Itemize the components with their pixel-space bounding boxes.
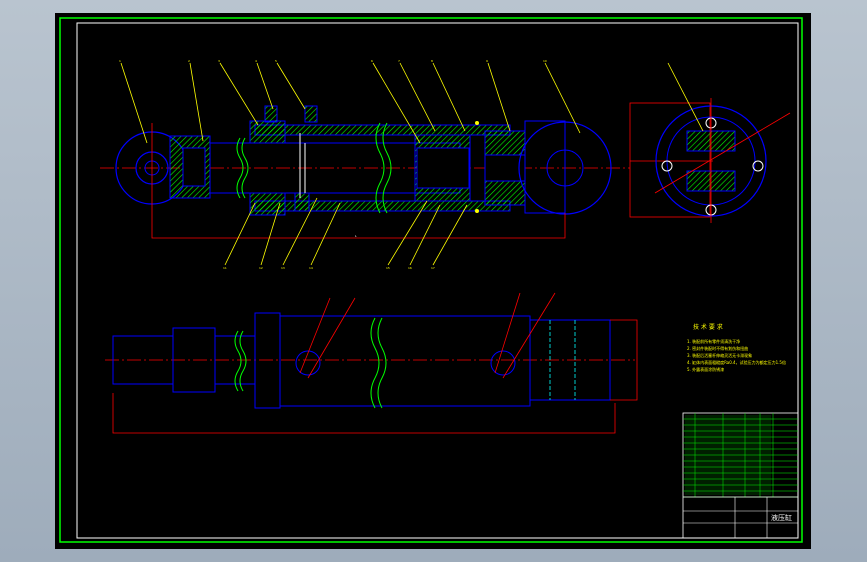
drawing-frame [76,22,799,539]
part-label: 6 [371,59,373,63]
part-label: 8 [431,59,433,63]
part-label: 12 [259,266,263,270]
engineering-drawing: L [59,17,803,543]
part-label: 7 [398,59,400,63]
part-label: 1 [119,59,121,63]
part-label: 11 [223,266,227,270]
part-label: 14 [309,266,313,270]
part-label: 17 [431,266,435,270]
title-block-name: 液压缸 [771,513,792,522]
part-label: 2 [188,59,190,63]
outer-border [59,17,803,543]
note-line: 3. 装配后活塞杆伸缩灵活无卡滞现象 [687,352,752,358]
part-label: 13 [281,266,285,270]
title-block: 液压缸 [682,412,799,539]
part-label: 3 [218,59,220,63]
outside-view [105,292,638,434]
part-label: 15 [386,266,390,270]
note-line: 5. 外露表面涂防锈漆 [687,366,724,372]
part-label: 5 [275,59,277,63]
part-label: 9 [486,59,488,63]
notes-title: 技 术 要 求 [693,323,723,331]
end-view [629,62,791,223]
cad-viewport[interactable]: L [55,13,811,549]
technical-notes: 技 术 要 求 1. 装配前所有零件须清洗干净 2. 密封件装配时不得有划伤和扭… [687,323,786,372]
note-line: 2. 密封件装配时不得有划伤和扭曲 [687,345,748,351]
section-view: L [100,62,630,266]
part-label: 4 [255,59,257,63]
svg-text:L: L [355,234,357,238]
part-label: 10 [543,59,547,63]
note-line: 1. 装配前所有零件须清洗干净 [687,338,740,344]
note-line: 4. 缸体内表面粗糙度Ra0.4，试验压力为额定压力1.5倍 [687,359,786,365]
part-label: 16 [408,266,412,270]
part-labels: 1 2 3 4 5 6 7 8 9 10 11 12 13 14 15 16 1… [119,59,547,270]
